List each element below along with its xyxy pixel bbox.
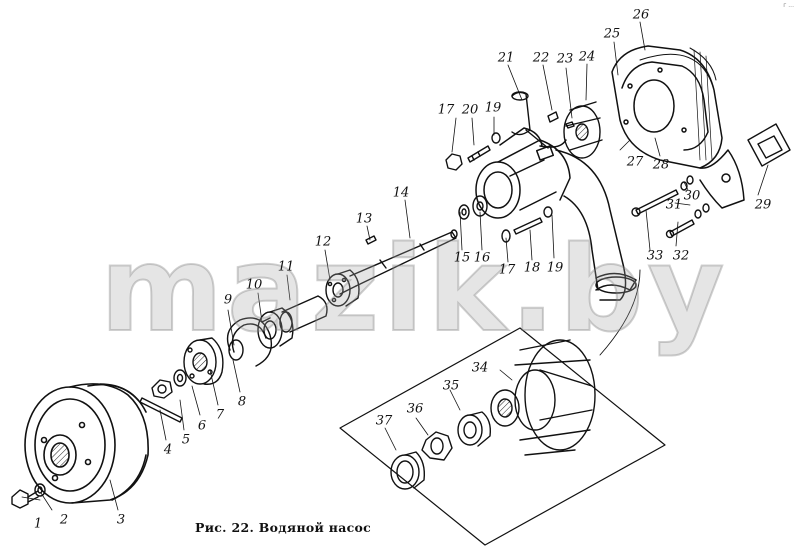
callout-part-25: 25 [603, 26, 621, 42]
callout-part-34: 34 [471, 360, 489, 376]
flange-gasket [747, 123, 791, 167]
snap-rings [226, 317, 273, 367]
callout-part-37: 37 [375, 413, 393, 429]
inset-frame [339, 327, 666, 546]
impeller [563, 101, 603, 159]
callout-part-11: 11 [277, 259, 295, 275]
callout-part-2: 2 [59, 512, 69, 528]
pump-shaft [339, 229, 458, 295]
lower-fasteners [501, 206, 553, 243]
callout-part-26: 26 [632, 7, 650, 23]
pulley [24, 383, 149, 504]
seals [458, 195, 488, 220]
leader-lines [21, 21, 769, 511]
callout-part-4: 4 [163, 442, 173, 458]
inset-small-parts [390, 411, 492, 490]
callout-part-7: 7 [215, 407, 225, 423]
callout-part-30: 30 [683, 188, 701, 204]
callout-part-3: 3 [116, 512, 126, 528]
callout-part-19-bottom: 19 [546, 260, 564, 276]
callout-part-36: 36 [406, 401, 424, 417]
top-fasteners [445, 132, 501, 171]
callout-part-33: 33 [646, 248, 664, 264]
callout-part-15: 15 [453, 250, 471, 266]
callout-part-32: 32 [672, 248, 690, 264]
callout-part-31: 31 [665, 197, 683, 213]
rear-bearing [325, 269, 360, 307]
small-parts-front [139, 369, 187, 423]
callout-part-27: 27 [626, 154, 644, 170]
figure-caption: Рис. 22. Водяной насос [195, 520, 372, 535]
callout-part-17-bottom: 17 [498, 262, 516, 278]
spacer-sleeve [279, 295, 328, 333]
callout-part-17-top: 17 [437, 102, 455, 118]
inset-connector [599, 269, 641, 356]
callout-part-24: 24 [578, 49, 596, 65]
callout-part-19-top: 19 [484, 100, 502, 116]
callout-part-16: 16 [473, 250, 491, 266]
callout-part-14: 14 [392, 185, 410, 201]
inset-impeller [490, 339, 596, 456]
housing-cover [611, 45, 745, 209]
pulley-hub [183, 337, 224, 385]
dowel-pins [547, 111, 575, 129]
callout-part-29: 29 [754, 197, 772, 213]
callout-part-18: 18 [523, 260, 541, 276]
callout-part-28: 28 [652, 157, 670, 173]
shaft-key [365, 235, 377, 245]
callout-part-21: 21 [497, 50, 515, 66]
pulley-bolt [11, 483, 46, 509]
callout-part-23: 23 [556, 51, 574, 67]
front-bearing [257, 307, 294, 349]
outlet-elbow [511, 91, 549, 149]
callout-part-8: 8 [237, 394, 247, 410]
callout-part-6: 6 [197, 418, 207, 434]
callout-part-9: 9 [223, 292, 233, 308]
callout-part-22: 22 [532, 50, 550, 66]
callout-part-13: 13 [355, 211, 373, 227]
callout-part-35: 35 [442, 378, 460, 394]
callout-part-5: 5 [181, 432, 191, 448]
corner-mark: г ... [783, 2, 794, 9]
callout-part-10: 10 [245, 277, 263, 293]
right-fasteners [631, 175, 710, 239]
callout-part-12: 12 [314, 234, 332, 250]
callout-part-1: 1 [33, 516, 43, 532]
pump-body [475, 127, 637, 301]
callout-part-20: 20 [461, 102, 479, 118]
